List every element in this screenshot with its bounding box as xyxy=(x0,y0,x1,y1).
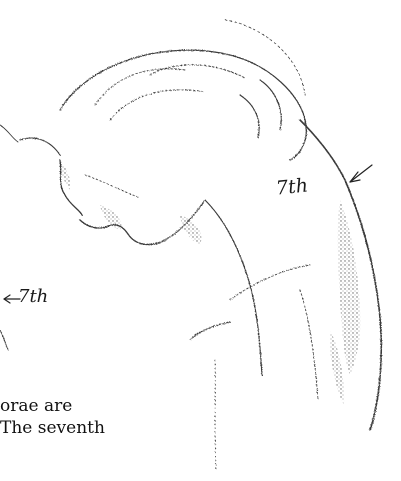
hair-outline xyxy=(60,50,306,160)
neck-front xyxy=(205,200,262,375)
cheek-shading xyxy=(85,175,140,198)
left-edge-marks xyxy=(0,125,18,350)
caption-text: orae are The seventh xyxy=(0,395,340,439)
arrow-neck xyxy=(350,165,372,182)
hair-curls xyxy=(240,80,281,138)
seventh-vertebra-left-label: 7th xyxy=(18,286,48,307)
shoulder-line xyxy=(230,265,310,300)
hair-strands xyxy=(95,65,245,120)
caption-line-2: The seventh xyxy=(0,417,340,439)
arm-contour xyxy=(300,290,318,400)
seventh-vertebra-label: 7th xyxy=(275,174,309,199)
caption-line-1: orae are xyxy=(0,395,340,417)
mouth-chin xyxy=(80,220,165,245)
collar-line xyxy=(190,322,230,340)
forehead-brow xyxy=(20,138,60,155)
